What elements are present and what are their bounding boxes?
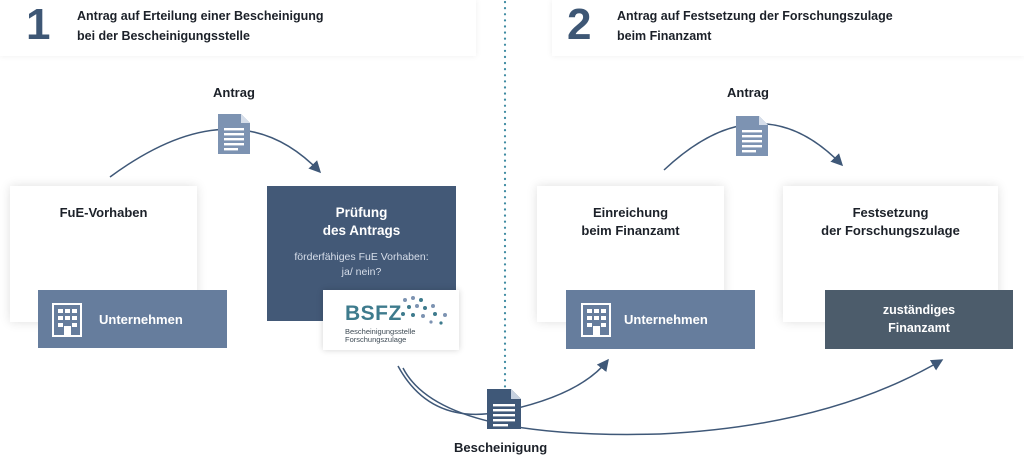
step2-title: Antrag auf Festsetzung der Forschungszul…	[617, 9, 893, 43]
unternehmen-bar-left: Unternehmen	[38, 290, 227, 348]
pruefung-subtitle: förderfähiges FuE Vorhaben: ja/ nein?	[294, 251, 429, 278]
bescheinigung-arrow-to-finanzamt	[402, 359, 944, 436]
bescheinigung-label: Bescheinigung	[454, 440, 548, 455]
bsfz-logo-text: BSFZ	[345, 302, 402, 325]
step2-number: 2	[567, 0, 592, 49]
step1-number: 1	[26, 0, 51, 49]
document-icon	[736, 116, 768, 156]
dotted-divider	[503, 0, 507, 400]
bsfz-dots-icon	[401, 296, 447, 325]
step1-header	[0, 0, 476, 56]
bsfz-logo-sub2: Forschungszulage	[345, 335, 407, 344]
building-icon	[581, 303, 611, 337]
festsetzung-title: Festsetzung der Forschungszulage	[821, 205, 960, 238]
bsfz-logo-sub1: Bescheinigungsstelle	[345, 327, 416, 336]
unternehmen-label-right: Unternehmen	[624, 312, 708, 327]
document-icon	[218, 114, 250, 154]
fue-vorhaben-title: FuE-Vorhaben	[59, 205, 148, 220]
pruefung-title: Prüfung des Antrags	[322, 205, 401, 238]
unternehmen-label-left: Unternehmen	[99, 312, 183, 327]
einreichung-title: Einreichung beim Finanzamt	[581, 205, 680, 238]
building-icon	[52, 303, 82, 337]
finanzamt-bar: zuständiges Finanzamt	[825, 290, 1013, 349]
antrag-arrow-left	[109, 128, 322, 178]
finanzamt-label: zuständiges Finanzamt	[882, 303, 956, 335]
unternehmen-bar-right: Unternehmen	[566, 290, 755, 349]
antrag-label-right: Antrag	[727, 85, 769, 100]
step2-header	[552, 0, 1024, 56]
step1-title: Antrag auf Erteilung einer Bescheinigung…	[77, 9, 324, 43]
bsfz-logo: BSFZ Bescheinigungsstelle Forschungszula…	[323, 290, 459, 350]
document-icon	[487, 389, 521, 429]
antrag-label-left: Antrag	[213, 85, 255, 100]
